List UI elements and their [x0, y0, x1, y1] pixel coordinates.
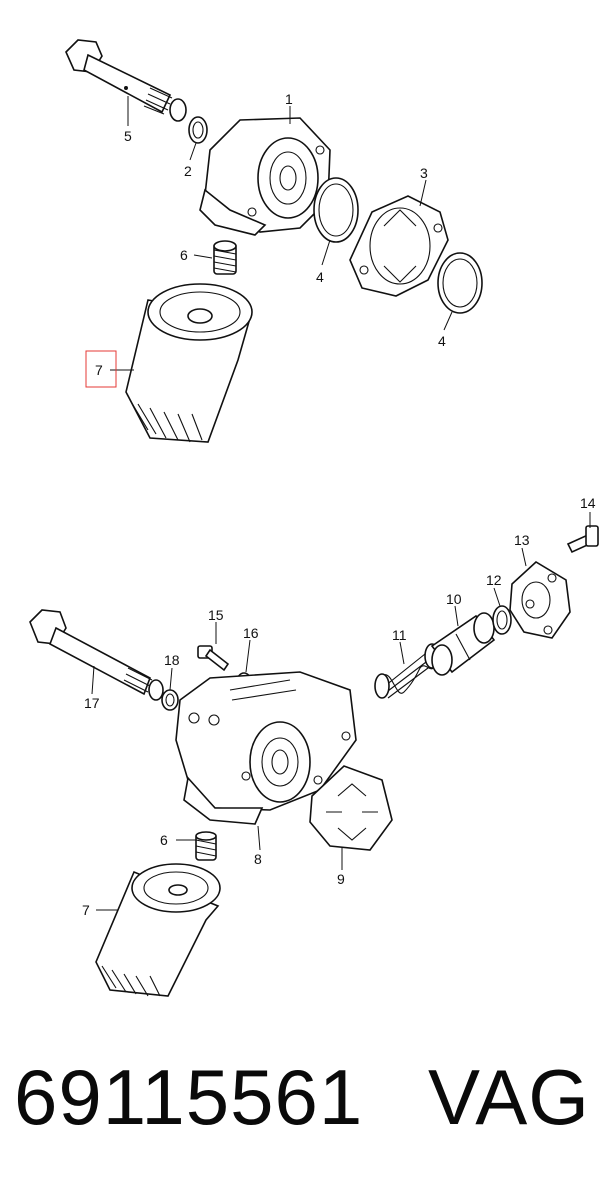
callout-13: 13	[514, 532, 530, 548]
part-6-stud-bottom	[195, 831, 217, 861]
leader-lines	[91, 96, 591, 911]
callout-7-highlight	[85, 350, 117, 388]
part-3-cover-plate	[349, 195, 449, 297]
callout-14: 14	[580, 495, 596, 511]
callout-8: 8	[254, 851, 262, 867]
part-12-o-ring	[492, 605, 512, 635]
callout-2: 2	[184, 163, 192, 179]
callout-7-bottom: 7	[82, 902, 90, 918]
part-14-screw	[566, 525, 599, 554]
brand-name: VAG	[428, 1053, 590, 1141]
callout-3: 3	[420, 165, 428, 181]
part-7-oil-filter-top	[125, 283, 253, 443]
part-2-washer	[188, 116, 208, 144]
callout-15: 15	[208, 607, 224, 623]
callout-4a: 4	[316, 269, 324, 285]
bottom-callouts: 6 7 8 9 10 11 12 13 14 15 16 17 18	[82, 495, 596, 918]
callout-17: 17	[84, 695, 100, 711]
part-15-screw	[197, 645, 230, 672]
part-5-bolt	[65, 39, 187, 122]
callout-6-bottom: 6	[160, 832, 168, 848]
callout-7-top: 7	[95, 362, 103, 378]
part-11-spring	[374, 643, 440, 699]
part-1-oil-filter-housing	[199, 117, 331, 236]
part-4-gasket-a	[313, 177, 359, 243]
callout-18: 18	[164, 652, 180, 668]
part-9-plate	[309, 765, 393, 851]
callout-11: 11	[392, 627, 407, 643]
part-8-oil-filter-housing	[175, 671, 357, 825]
part-18-washer	[161, 689, 179, 711]
callout-6-top: 6	[180, 247, 188, 263]
callout-4b: 4	[438, 333, 446, 349]
callout-12: 12	[486, 572, 502, 588]
part-number: 69115561	[14, 1053, 364, 1141]
callout-16: 16	[243, 625, 259, 641]
callout-10: 10	[446, 591, 462, 607]
part-17-bolt	[29, 609, 164, 701]
part-10-piston	[430, 612, 496, 676]
callout-1: 1	[285, 91, 293, 107]
part-4-gasket-b	[437, 252, 483, 314]
part-7-oil-filter-bottom	[95, 863, 221, 997]
callout-9: 9	[337, 871, 345, 887]
part-13-cover	[509, 561, 571, 639]
part-6-stud	[213, 240, 237, 275]
top-callouts: 1 2 3 4 4 5 6 7	[95, 91, 446, 378]
callout-5: 5	[124, 128, 132, 144]
